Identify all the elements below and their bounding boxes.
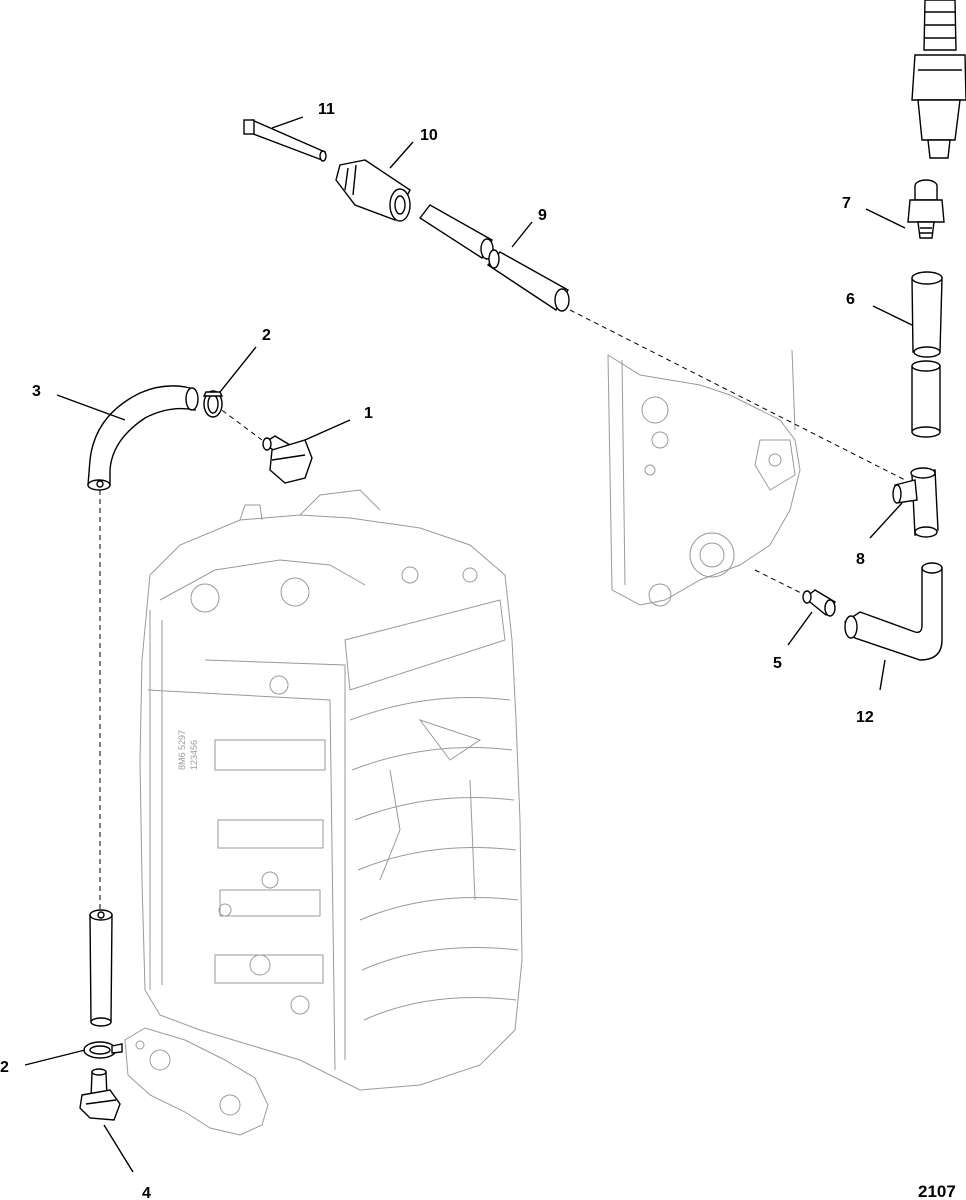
assembly-leader-lines [99,309,906,912]
part-5-fitting [802,589,837,617]
side-cover-plate [607,349,801,607]
callout-2-bottom: 2 [0,1059,9,1076]
part-2-clamp-bottom [83,1041,123,1059]
lower-cover-plate [124,1027,269,1136]
part-7-valve [907,179,945,239]
callout-labels: 11 10 9 7 6 2 3 1 8 5 12 2 4 [0,101,874,1200]
part-6-hose [911,271,943,438]
callout-2-top: 2 [262,327,271,344]
callout-5: 5 [773,655,782,672]
figure-number: 2107 [918,1182,956,1200]
callout-10: 10 [420,127,438,144]
lower-hose [89,909,113,1027]
block-marking-1: 8M6 5297 [177,730,187,770]
sensor-body [911,0,966,159]
callout-7: 7 [842,195,851,212]
callout-leaders [24,116,913,1173]
part-4-elbow [79,1068,121,1121]
callout-3: 3 [32,383,41,400]
callout-12: 12 [856,709,874,726]
part-1-elbow [262,435,313,484]
part-8-tee [892,467,939,538]
engine-block: 8M6 5297 123456 [139,489,523,1091]
part-3-curved-hose [87,385,199,491]
callout-9: 9 [538,207,547,224]
callout-1: 1 [364,405,373,422]
part-2-clamp-top [202,390,224,418]
part-9-hose [418,204,570,312]
part-10-fitting [335,159,411,222]
part-11-pin [243,119,327,162]
callout-6: 6 [846,291,855,308]
callout-11: 11 [318,101,335,118]
callout-4: 4 [142,1185,151,1200]
part-12-elbow-hose [844,562,943,661]
callout-8: 8 [856,551,865,568]
block-marking-2: 123456 [189,740,199,770]
